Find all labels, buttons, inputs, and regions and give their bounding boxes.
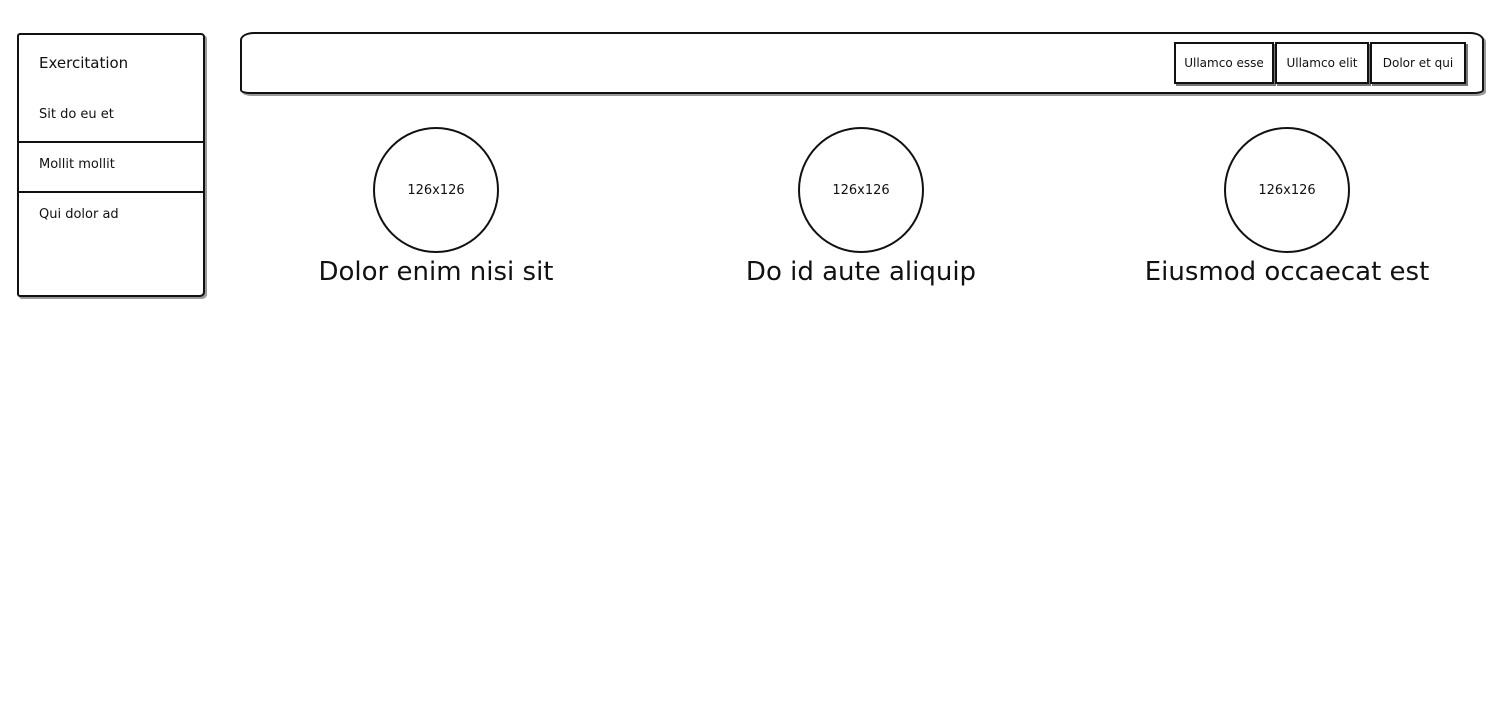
- sidebar-item-mollit-mollit[interactable]: Mollit mollit: [19, 141, 203, 191]
- sidebar-item-sit-do-eu-et[interactable]: Sit do eu et: [19, 91, 203, 141]
- feature-card: 126x126 Eiusmod occaecat est: [1137, 127, 1437, 297]
- feature-title: Do id aute aliquip: [745, 257, 977, 287]
- sidebar-item-label: Sit do eu et: [39, 107, 114, 122]
- feature-card: 126x126 Do id aute aliquip: [711, 127, 1011, 297]
- image-size-label: 126x126: [832, 182, 890, 198]
- sidebar: Exercitation Sit do eu et Mollit mollit …: [17, 33, 205, 297]
- feature-image-placeholder: 126x126: [373, 127, 499, 253]
- feature-image-placeholder: 126x126: [798, 127, 924, 253]
- image-size-label: 126x126: [407, 182, 465, 198]
- nav-button-ullamco-esse[interactable]: Ullamco esse: [1174, 42, 1274, 84]
- feature-title: Dolor enim nisi sit: [318, 257, 554, 287]
- feature-card: 126x126 Dolor enim nisi sit: [286, 127, 586, 297]
- feature-title: Eiusmod occaecat est: [1144, 257, 1430, 287]
- top-navigation-bar: Ullamco esse Ullamco elit Dolor et qui: [240, 32, 1484, 94]
- nav-button-group: Ullamco esse Ullamco elit Dolor et qui: [1174, 42, 1466, 84]
- sidebar-title: Exercitation: [39, 54, 129, 72]
- nav-button-dolor-et-qui[interactable]: Dolor et qui: [1370, 42, 1466, 84]
- nav-button-ullamco-elit[interactable]: Ullamco elit: [1275, 42, 1369, 84]
- image-size-label: 126x126: [1258, 182, 1316, 198]
- feature-image-placeholder: 126x126: [1224, 127, 1350, 253]
- sidebar-item-qui-dolor-ad[interactable]: Qui dolor ad: [19, 191, 203, 241]
- sidebar-item-label: Qui dolor ad: [39, 207, 119, 222]
- sidebar-item-label: Mollit mollit: [39, 157, 115, 172]
